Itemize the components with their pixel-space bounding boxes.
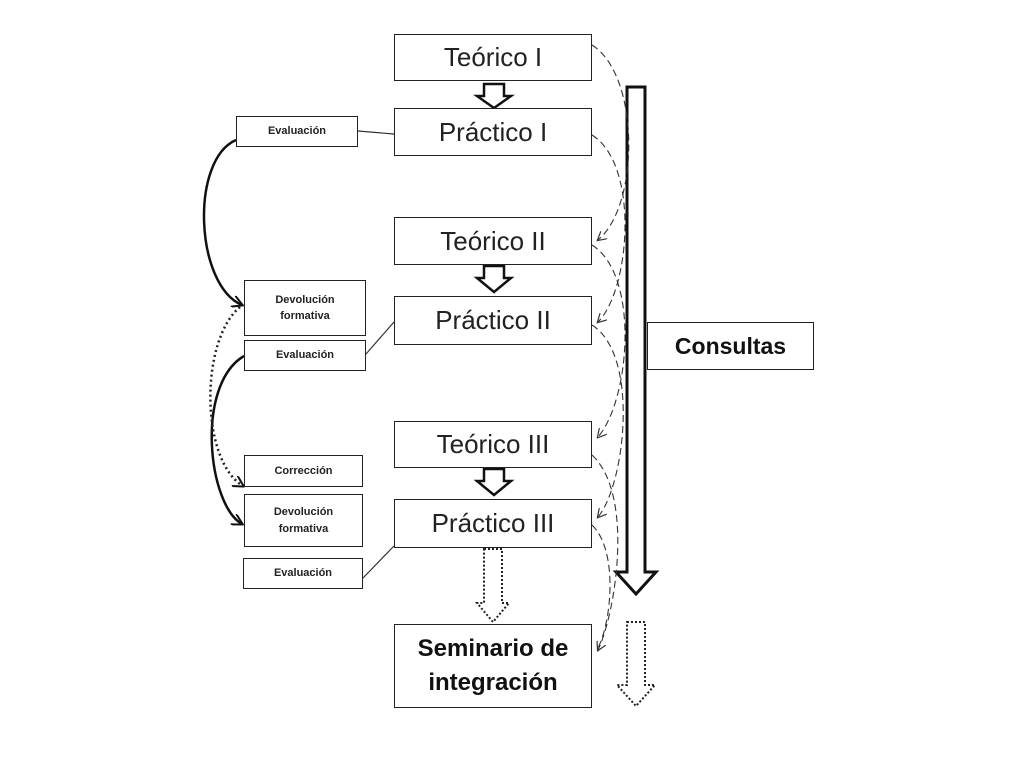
practico-1-label: Práctico I [438, 116, 548, 147]
dotted-arrow-practico3-seminario [474, 548, 512, 624]
block-arrow-teorico1-practico1 [473, 82, 515, 110]
evaluacion-2-box: Evaluación [244, 340, 366, 371]
dashed-arc-1 [591, 44, 630, 240]
evaluacion-1-box: Evaluación [236, 116, 358, 147]
consultas-label: Consultas [674, 332, 787, 359]
teorico-2-label: Teórico II [440, 225, 546, 256]
connector-evaluacion1 [357, 130, 395, 135]
curve-evaluacion1-devolucion1 [202, 138, 242, 305]
devolucion-1-label-line1: Devolución [275, 293, 335, 306]
seminario-box: Seminario de integración [394, 624, 592, 708]
dotted-arrow-bottom-right [614, 621, 658, 708]
teorico-1-box: Teórico I [394, 34, 592, 81]
teorico-1-label: Teórico I [443, 42, 543, 72]
teorico-3-label: Teórico III [436, 429, 550, 459]
devolucion-2-box: Devolución formativa [244, 494, 363, 547]
practico-3-box: Práctico III [394, 499, 592, 548]
evaluacion-3-box: Evaluación [243, 558, 363, 589]
seminario-label-line1: Seminario de [417, 635, 569, 663]
evaluacion-3-label: Evaluación [273, 567, 333, 580]
dotted-curve-devolucion1-correccion [209, 306, 243, 486]
dashed-arc-6 [591, 524, 611, 649]
correccion-box: Corrección [244, 455, 363, 487]
seminario-label-line2: integración [428, 669, 558, 696]
connector-evaluacion3 [362, 545, 395, 579]
dashed-arc-5 [591, 454, 619, 650]
block-arrow-teorico2-practico2 [473, 264, 515, 294]
teorico-3-box: Teórico III [394, 421, 592, 468]
curve-evaluacion2-devolucion2 [210, 354, 244, 524]
consultas-vertical-arrow [612, 85, 660, 597]
devolucion-2-label-line1: Devolución [273, 506, 334, 518]
practico-1-box: Práctico I [394, 108, 592, 156]
connector-evaluacion2 [365, 321, 395, 355]
dashed-arc-2 [591, 134, 626, 322]
devolucion-1-box: Devolución formativa [244, 280, 366, 336]
dashed-arc-4 [591, 324, 624, 517]
evaluacion-1-label: Evaluación [267, 125, 327, 138]
evaluacion-2-label: Evaluación [275, 349, 335, 362]
dashed-arc-3 [591, 244, 626, 437]
practico-2-box: Práctico II [394, 296, 592, 345]
block-arrow-teorico3-practico3 [473, 467, 515, 497]
devolucion-1-label-line2: formativa [280, 310, 330, 322]
teorico-2-box: Teórico II [394, 217, 592, 265]
practico-2-label: Práctico II [435, 305, 551, 335]
devolucion-2-label-line2: formativa [278, 522, 329, 535]
correccion-label: Corrección [274, 464, 333, 477]
practico-3-label: Práctico III [431, 508, 555, 538]
consultas-box: Consultas [647, 322, 814, 370]
